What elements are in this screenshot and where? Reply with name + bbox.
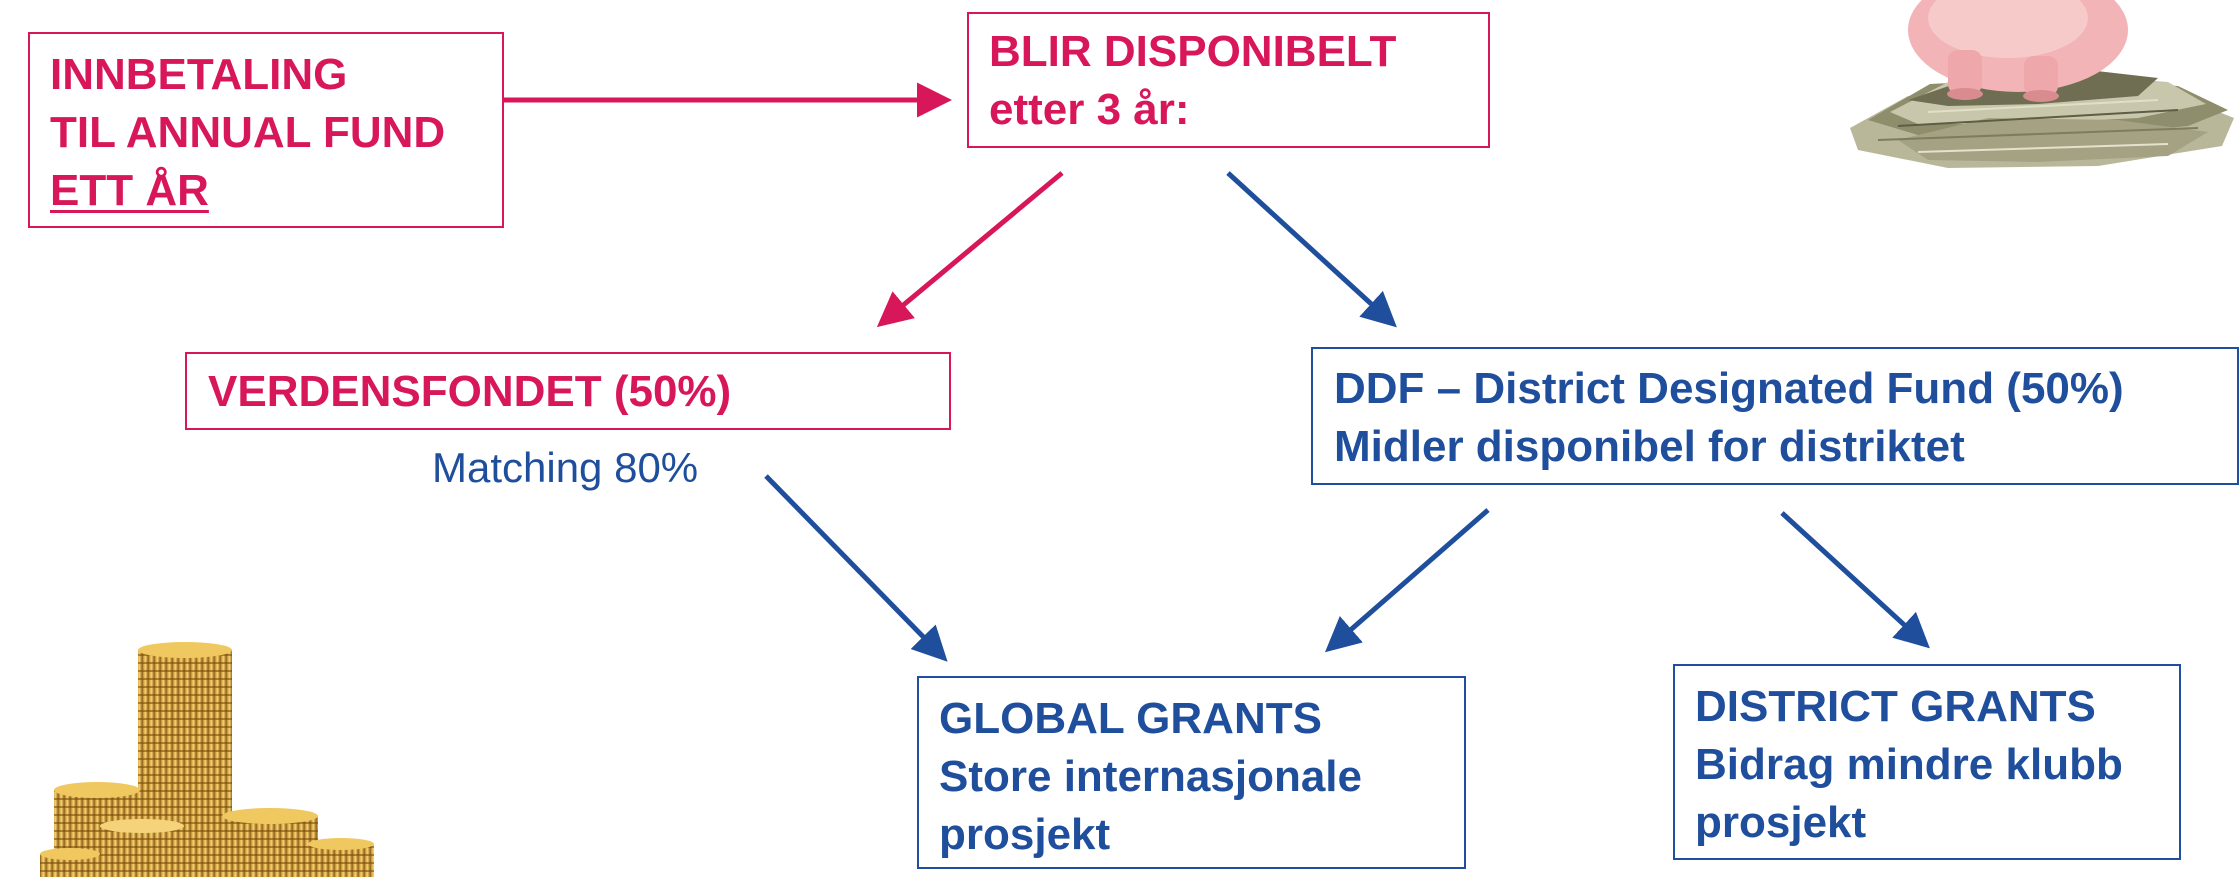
ddf-box: DDF – District Designated Fund (50%) Mid…	[1311, 347, 2239, 485]
disponibelt-line-2: etter 3 år:	[989, 85, 1190, 134]
ddf-line-1: DDF – District Designated Fund (50%)	[1334, 364, 2124, 413]
ddf-line-2: Midler disponibel for distriktet	[1334, 422, 1965, 471]
district-grants-line-2: Bidrag mindre klubb	[1695, 740, 2123, 789]
verdensfondet-label: VERDENSFONDET (50%)	[208, 367, 732, 416]
district-grants-line-1: DISTRICT GRANTS	[1695, 682, 2096, 731]
innbetaling-line-2: TIL ANNUAL FUND	[50, 108, 446, 157]
district-grants-line-3: prosjekt	[1695, 798, 1867, 847]
innbetaling-line-3: ETT ÅR	[50, 166, 209, 215]
matching-label: Matching 80%	[432, 444, 699, 491]
innbetaling-box: INNBETALING TIL ANNUAL FUND ETT ÅR	[28, 32, 504, 228]
piggy-bank-icon	[1908, 0, 2128, 102]
innbetaling-line-1: INNBETALING	[50, 50, 348, 99]
arrow-matching-to-global-grants	[764, 474, 948, 662]
gold-coin-stacks-image	[40, 642, 374, 877]
global-grants-line-2: Store internasjonale	[939, 752, 1363, 801]
piggy-bank-on-money-image	[1850, 0, 2234, 168]
arrow-disponibelt-to-ddf	[1226, 171, 1397, 328]
arrow-disponibelt-to-verdensfondet	[876, 171, 1064, 328]
global-grants-line-3: prosjekt	[939, 810, 1111, 859]
arrow-ddf-to-global-grants	[1324, 508, 1490, 653]
global-grants-box: GLOBAL GRANTS Store internasjonale prosj…	[917, 676, 1466, 869]
disponibelt-line-1: BLIR DISPONIBELT	[989, 27, 1397, 76]
arrow-ddf-to-district-grants	[1780, 511, 1930, 649]
disponibelt-box: BLIR DISPONIBELT etter 3 år:	[967, 12, 1490, 148]
verdensfondet-box: VERDENSFONDET (50%)	[185, 352, 951, 430]
coin-stacks-icon	[40, 642, 374, 877]
district-grants-box: DISTRICT GRANTS Bidrag mindre klubb pros…	[1673, 664, 2181, 860]
global-grants-line-1: GLOBAL GRANTS	[939, 694, 1322, 743]
